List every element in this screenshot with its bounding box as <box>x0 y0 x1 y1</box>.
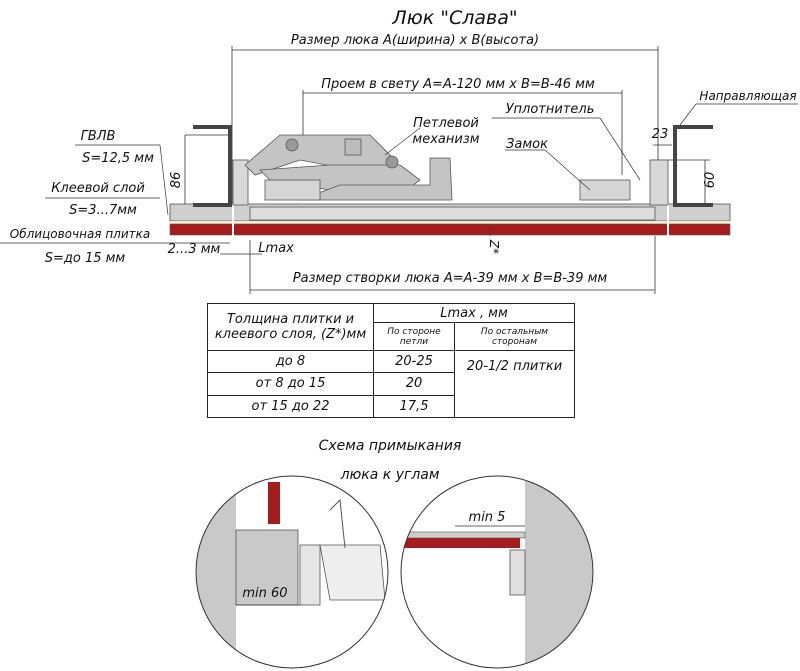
min-5-label: min 5 <box>469 510 506 525</box>
diagram-title: Люк "Слава" <box>391 7 517 29</box>
lock <box>579 179 631 201</box>
left-corner-detail <box>196 476 388 668</box>
hinge-cell: 20 <box>373 372 455 396</box>
tile-label: Облицовочная плитка <box>10 227 150 241</box>
height-86: 86 <box>169 172 184 189</box>
tile-thickness: S=до 15 мм <box>45 251 126 266</box>
sub-other-1: По остальным <box>480 326 549 337</box>
gap-label: 2...3 мм <box>168 242 221 257</box>
tile-layer <box>169 223 731 236</box>
door-panel <box>249 206 656 221</box>
table-row: до 8 20-25 20-1/2 плитки <box>207 349 575 418</box>
sub-other-2: сторонам <box>491 336 538 347</box>
header-line-1: Толщина плитки и <box>226 312 355 327</box>
table-subheader-hinge: По стороне петли <box>373 322 455 351</box>
lock-label: Замок <box>506 137 548 152</box>
door-size-label: Размер створки люка А=А-39 мм х В=В-39 м… <box>293 271 608 286</box>
glue-thickness: S=3...7мм <box>69 203 137 218</box>
corner-scheme-title-1: Схема примыкания <box>319 438 462 454</box>
sub-hinge-2: петли <box>399 336 429 347</box>
header-line-2: клеевого слоя, (Z*)мм <box>214 327 367 342</box>
leader-lines <box>0 103 798 244</box>
lmax-label: Lmax <box>258 241 294 256</box>
hinge-side-lock <box>264 179 321 201</box>
thickness-cell: до 8 <box>207 349 374 374</box>
glue-label: Клеевой слой <box>51 181 145 196</box>
lmax-table: Толщина плитки и клеевого слоя, (Z*)мм L… <box>207 303 575 419</box>
height-60: 60 <box>703 172 718 189</box>
hinge-cell: 20-25 <box>373 349 455 374</box>
hatch-size-label: Размер люка А(ширина) х В(высота) <box>291 33 539 48</box>
hinge-mechanism <box>244 134 453 201</box>
glue-layer <box>170 221 730 224</box>
table-header-lmax: Lmax , мм <box>373 303 575 323</box>
min-60-label: min 60 <box>242 586 287 601</box>
z-label: Z* <box>487 239 501 254</box>
seal-label: Уплотнитель <box>506 102 595 117</box>
thickness-cell: от 8 до 15 <box>207 372 374 396</box>
left-frame <box>232 159 249 206</box>
corner-scheme-title-2: люка к углам <box>340 467 440 483</box>
right-frame <box>649 159 669 206</box>
other-sides-cell: 20-1/2 плитки <box>454 350 575 418</box>
table-header-thickness: Толщина плитки и клеевого слоя, (Z*)мм <box>207 303 374 351</box>
hinge-label-1: Петлевой <box>413 116 479 131</box>
table-row: от 8 до 15 20 <box>207 372 575 396</box>
clear-opening-label: Проем в свету А=А-120 мм х В=В-46 мм <box>321 77 595 92</box>
right-corner-detail <box>401 476 593 668</box>
hinge-cell: 17,5 <box>373 394 455 419</box>
left-guide-profile <box>193 125 232 207</box>
hinge-label-2: механизм <box>412 132 479 147</box>
table-subheader-other: По остальным сторонам <box>454 322 575 351</box>
thickness-cell: от 15 до 22 <box>207 394 374 419</box>
guide-label: Направляющая <box>699 89 796 103</box>
sub-hinge-1: По стороне <box>387 326 441 337</box>
table-row: от 15 до 22 17,5 <box>207 394 575 419</box>
gvlv-thickness: S=12,5 мм <box>82 151 154 166</box>
right-guide-profile <box>673 125 713 207</box>
width-23: 23 <box>652 127 669 142</box>
gvlv-label: ГВЛВ <box>81 129 116 144</box>
